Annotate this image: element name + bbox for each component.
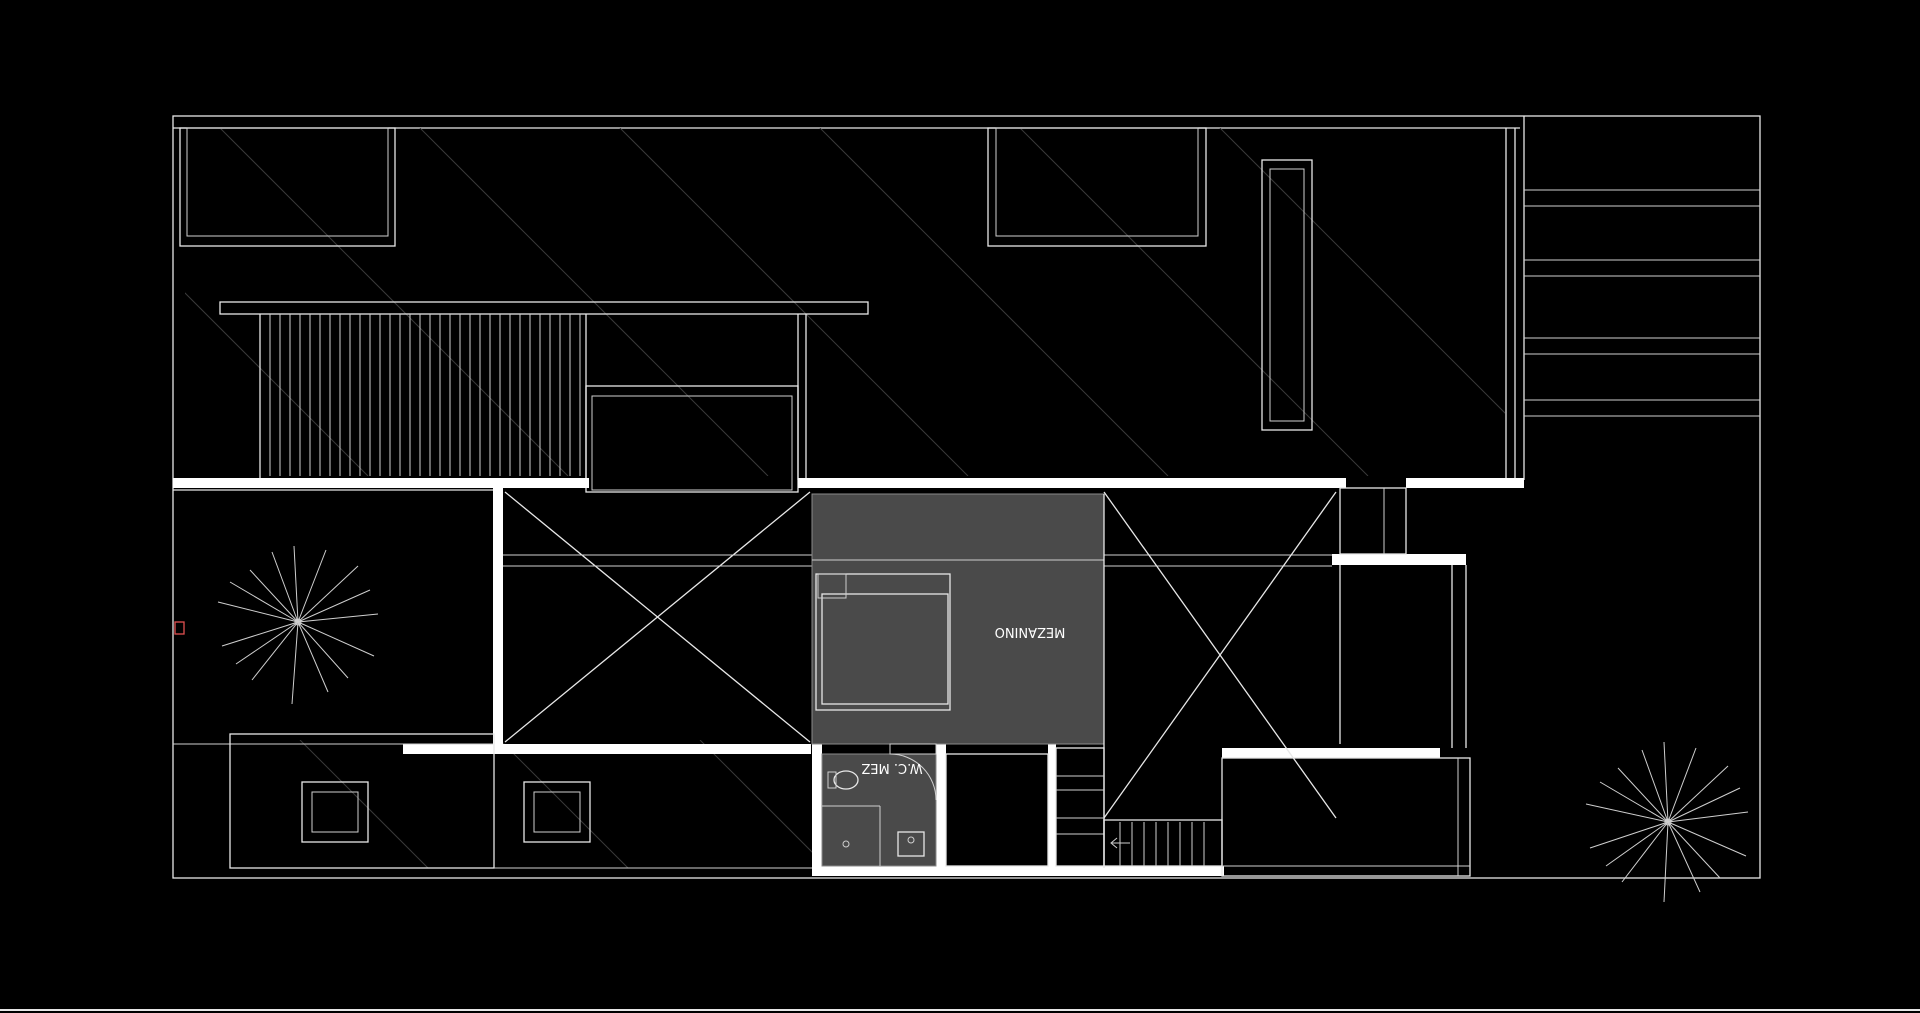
planter-1 (301, 781, 369, 843)
void-right (1103, 491, 1337, 819)
toilet-icon (833, 770, 859, 790)
mezzanine-label: MEZANINO (995, 624, 1066, 639)
landing (585, 385, 799, 493)
tree-left-icon (217, 545, 379, 705)
planter-2 (523, 781, 591, 843)
wc-label: W.C. MEZ (861, 760, 922, 775)
skylight-center (987, 127, 1207, 247)
deck-stripes (1524, 189, 1760, 417)
planter-slot (1261, 159, 1313, 431)
shower-drain-icon (842, 840, 850, 848)
site-boundary (172, 115, 1761, 879)
sink-icon (897, 831, 925, 857)
skylight-left (179, 127, 396, 247)
planter-box-left (229, 733, 495, 869)
wall (173, 478, 589, 488)
stair-handrail (219, 301, 869, 315)
bed-icon (815, 573, 951, 711)
staircase-treads (269, 314, 581, 476)
lower-stairs (1055, 747, 1223, 867)
room-lower-right (1221, 757, 1471, 877)
selection-marker[interactable] (174, 621, 185, 635)
viewport-bottom-border (0, 1009, 1920, 1011)
wc-room: W.C. MEZ (821, 743, 937, 867)
tree-right-icon (1585, 741, 1749, 903)
mezzanine-room (811, 493, 1105, 745)
